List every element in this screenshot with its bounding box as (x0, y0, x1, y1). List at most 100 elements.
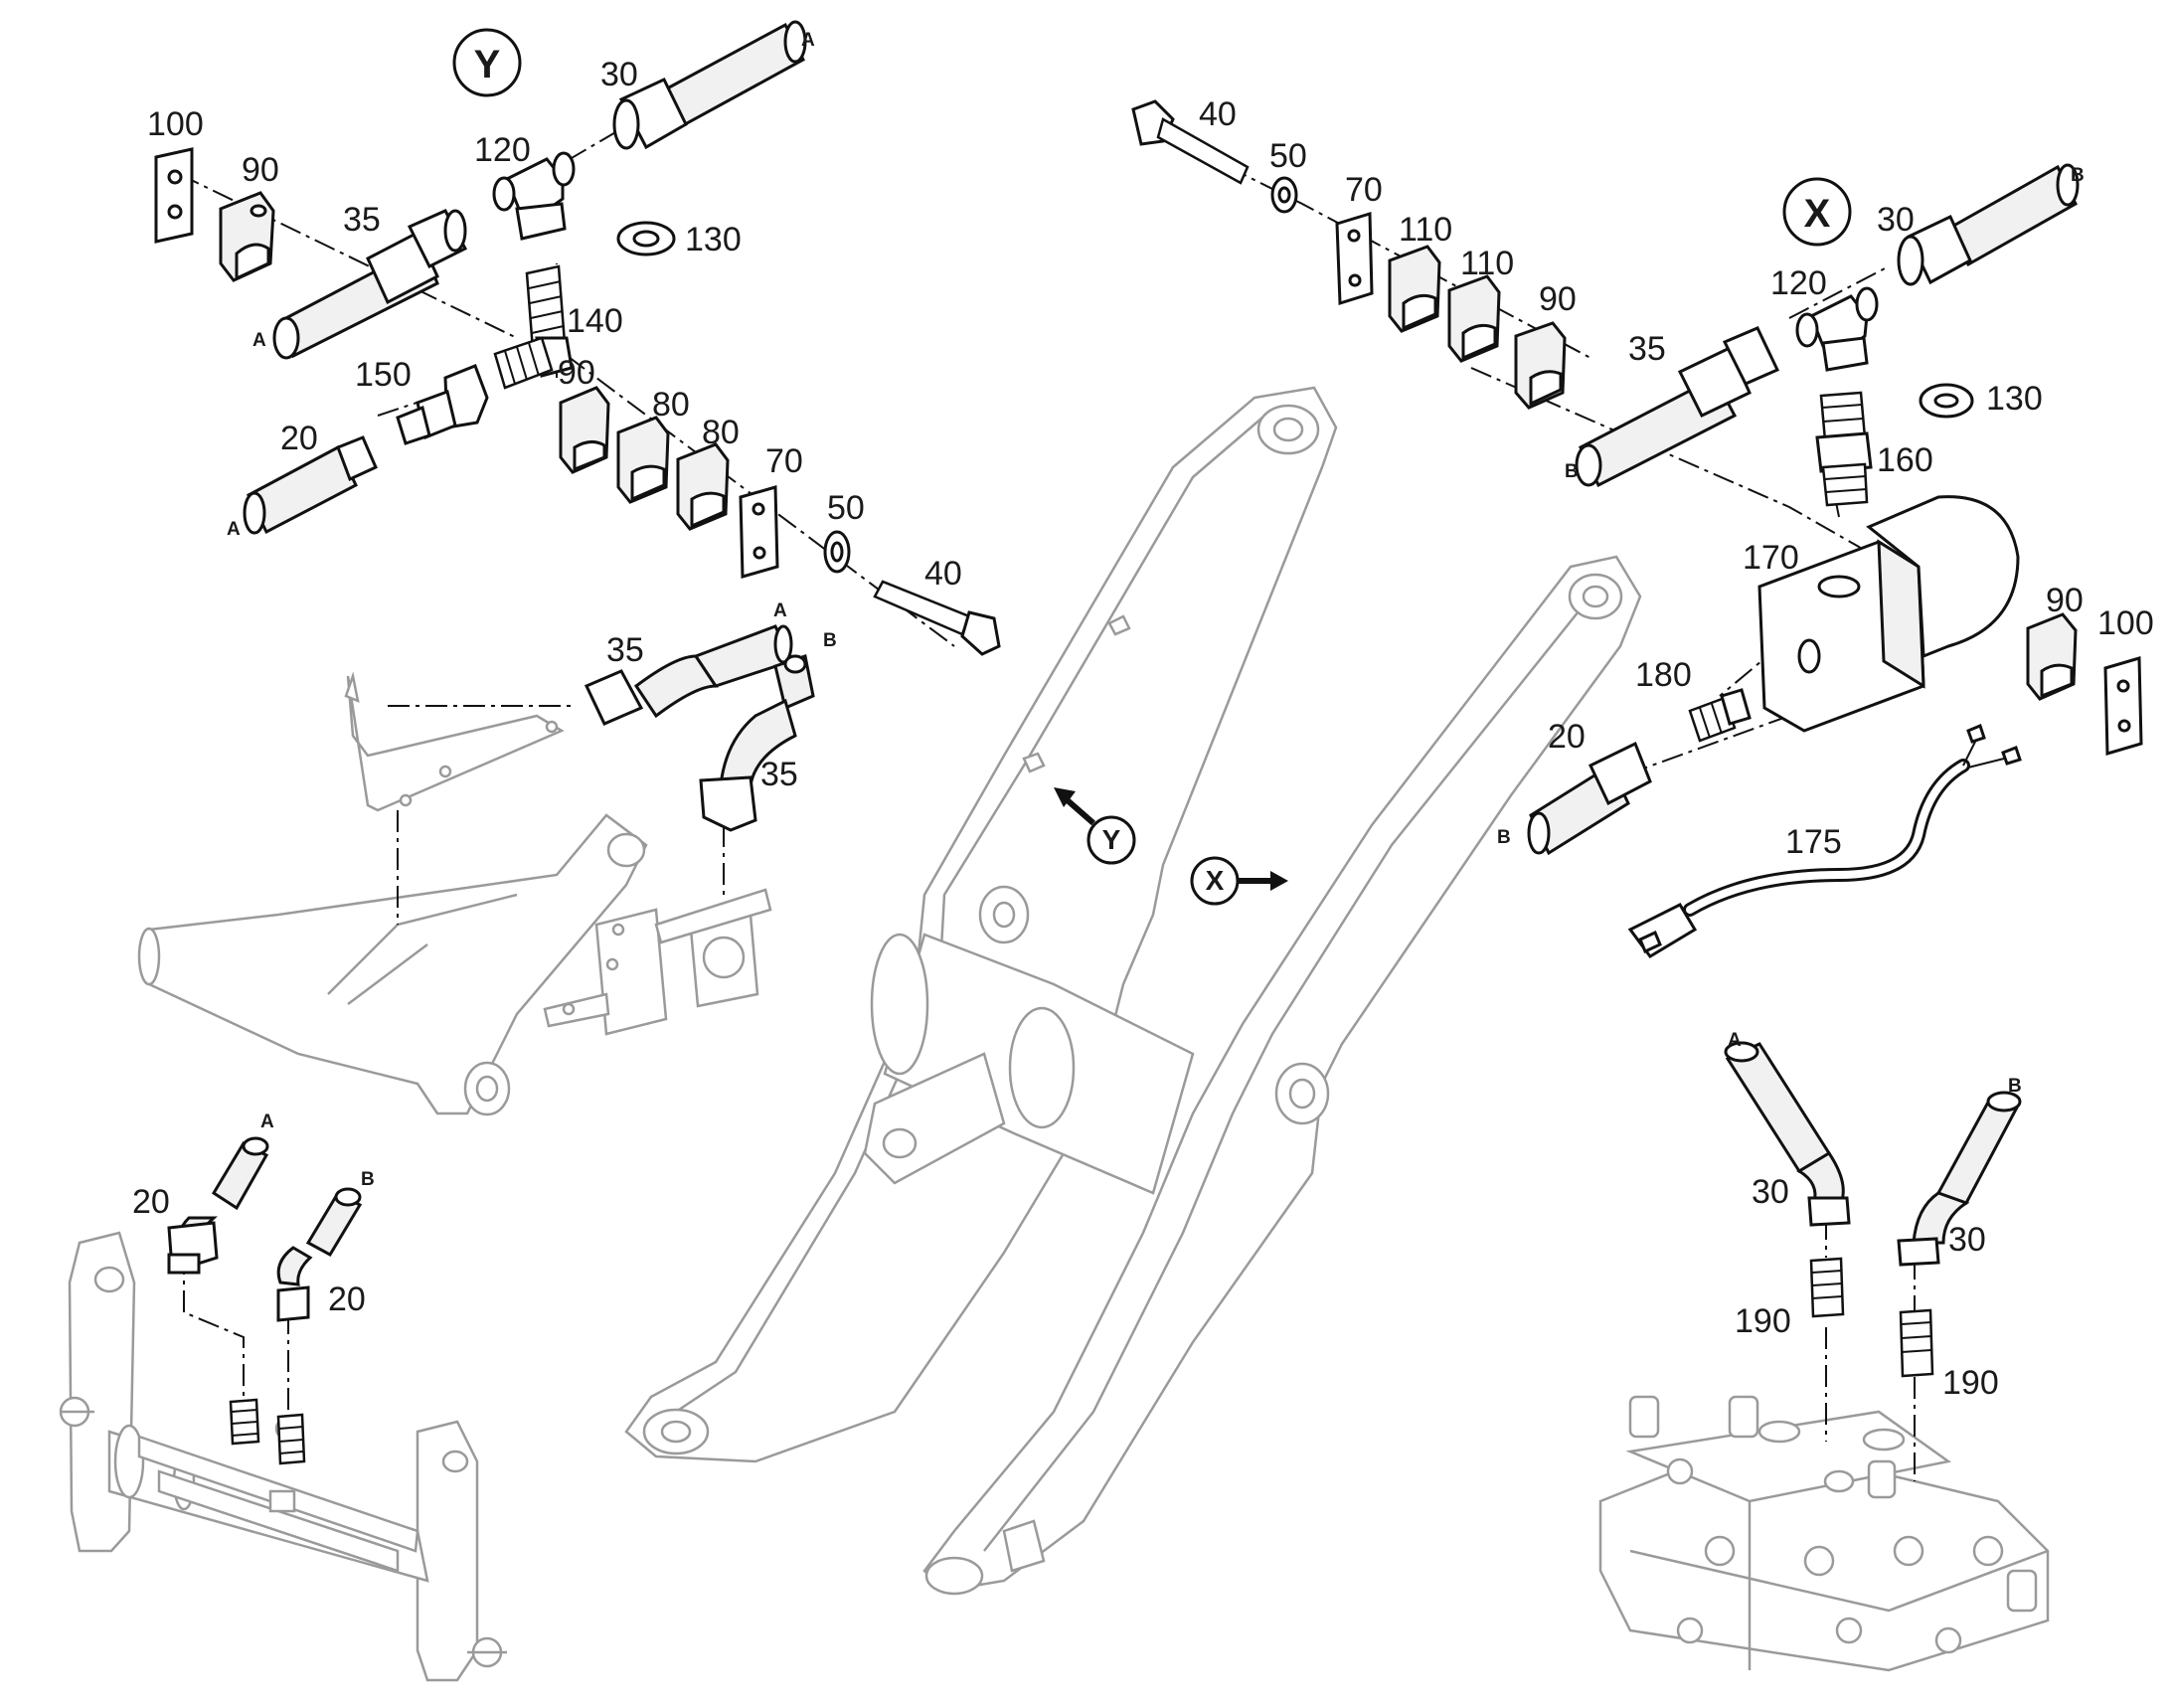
label-40-y: 40 (924, 555, 962, 593)
label-100-x: 100 (2097, 604, 2154, 642)
label-110-x-2: 110 (1460, 245, 1514, 282)
part-30-hose-valve-a (1724, 1041, 1851, 1318)
part-130-washer-x (1919, 383, 1974, 419)
label-35-y-lower-a: 35 (606, 631, 644, 669)
label-120-y: 120 (474, 131, 531, 169)
svg-text:Y: Y (1102, 824, 1121, 855)
hose-end-a-35: A (252, 330, 266, 351)
label-190-a: 190 (1735, 1302, 1791, 1340)
label-190-b: 190 (1942, 1364, 1999, 1402)
label-90-y: 90 (558, 354, 595, 392)
part-35-hose-upper-a (584, 624, 794, 726)
label-140: 140 (567, 302, 623, 340)
hose-end-b-lower: B (361, 1169, 375, 1190)
hose-end-a-20: A (227, 519, 241, 540)
part-70-plate-x (1335, 211, 1374, 306)
part-90-clamp-x2 (2026, 612, 2078, 701)
view-y-assembly (154, 20, 1001, 1465)
view-x-assembly (1131, 99, 2143, 1378)
part-140-elbow (493, 264, 574, 390)
part-175-wiring-harness (1627, 723, 2022, 958)
label-70-x: 70 (1345, 171, 1383, 209)
hose-end-labels: A A A A B A B B B B A B (227, 30, 2085, 1190)
label-160: 160 (1877, 441, 1933, 479)
part-fitting-lower-a (229, 1398, 260, 1446)
mounting-bracket (543, 888, 772, 1036)
label-180: 180 (1635, 656, 1692, 694)
part-100-plate-x (2103, 656, 2143, 756)
part-35-hose-lower-b (699, 654, 815, 832)
part-130-washer (616, 221, 676, 256)
label-20-y: 20 (280, 420, 318, 457)
part-180-adaptor (1688, 688, 1752, 743)
label-80-y-2: 80 (702, 414, 740, 451)
part-fitting-lower-b (276, 1413, 306, 1465)
part-150-adaptor (396, 364, 489, 445)
loader-boom-arms (624, 386, 1642, 1596)
label-30-y: 30 (600, 56, 638, 93)
label-35-y: 35 (343, 201, 381, 239)
view-marker-y-arm: Y (1054, 787, 1136, 865)
part-30-hose-b (1897, 163, 2080, 286)
label-30-x: 30 (1877, 201, 1915, 239)
hose-end-a-valve: A (1728, 1030, 1742, 1051)
part-90-clamp-y (559, 386, 610, 474)
part-20-hose-lower-b (276, 1187, 363, 1322)
part-100-plate (154, 147, 194, 244)
label-90-x2: 90 (2046, 582, 2084, 619)
label-35-y-lower-b: 35 (760, 756, 798, 793)
label-50-x: 50 (1269, 137, 1307, 175)
part-20-hose-lower-a (167, 1136, 269, 1275)
label-90-y-top: 90 (242, 151, 279, 189)
view-marker-x-top: X (1782, 177, 1852, 247)
label-130-x: 130 (1986, 380, 2043, 418)
part-50-washer-x (1270, 176, 1298, 214)
label-175: 175 (1785, 823, 1842, 861)
hose-end-b-35: B (1565, 461, 1579, 482)
label-20-lower-b: 20 (328, 1281, 366, 1318)
part-170-solenoid (1757, 495, 2020, 733)
part-40-bolt-x (1131, 99, 1250, 185)
label-120-x: 120 (1770, 264, 1827, 302)
label-150: 150 (355, 356, 412, 394)
svg-text:Y: Y (474, 43, 501, 86)
hose-end-b-valve: B (2008, 1076, 2022, 1097)
view-marker-y-top: Y (452, 28, 522, 97)
label-50-y: 50 (827, 489, 865, 527)
label-20-lower-a: 20 (132, 1183, 170, 1221)
part-90-clamp (219, 191, 275, 282)
label-170: 170 (1743, 539, 1799, 577)
label-20-x: 20 (1548, 718, 1586, 756)
part-30-hose-a (612, 20, 807, 150)
part-number-labels: 100 90 35 120 30 130 140 150 20 90 80 80… (132, 56, 2154, 1402)
part-80-clamp-1 (616, 416, 670, 504)
label-100-y: 100 (147, 105, 204, 143)
label-30-valve-a: 30 (1752, 1173, 1789, 1211)
label-90-x: 90 (1539, 280, 1577, 318)
label-130-y: 130 (685, 221, 742, 258)
hose-end-a-35-lower: A (773, 600, 787, 621)
part-90-clamp-x (1514, 321, 1567, 410)
hose-end-b-20: B (1497, 827, 1511, 848)
control-valve-block (1598, 1395, 2050, 1672)
hose-end-a-top: A (801, 30, 815, 51)
hose-end-a-lower: A (260, 1111, 274, 1132)
part-20-hose-b (1527, 741, 1652, 856)
part-110-clamp-1 (1388, 245, 1441, 333)
part-120-tee (492, 151, 576, 241)
part-35-hose-a (272, 209, 468, 360)
label-35-x: 35 (1628, 330, 1666, 368)
view-marker-x-arm: X (1190, 856, 1288, 906)
part-35-hose-b (1575, 326, 1780, 488)
frame-crossbeam (137, 671, 648, 1116)
label-40-x: 40 (1199, 95, 1237, 133)
part-70-plate-y (739, 485, 779, 579)
part-40-bolt-y (873, 580, 1001, 656)
part-160-adaptor (1815, 391, 1873, 507)
view-markers: Y X Y X (452, 28, 1852, 906)
label-110-x-1: 110 (1399, 211, 1452, 249)
hose-end-b-top: B (2071, 165, 2085, 186)
hose-end-b-35-lower: B (823, 630, 837, 651)
